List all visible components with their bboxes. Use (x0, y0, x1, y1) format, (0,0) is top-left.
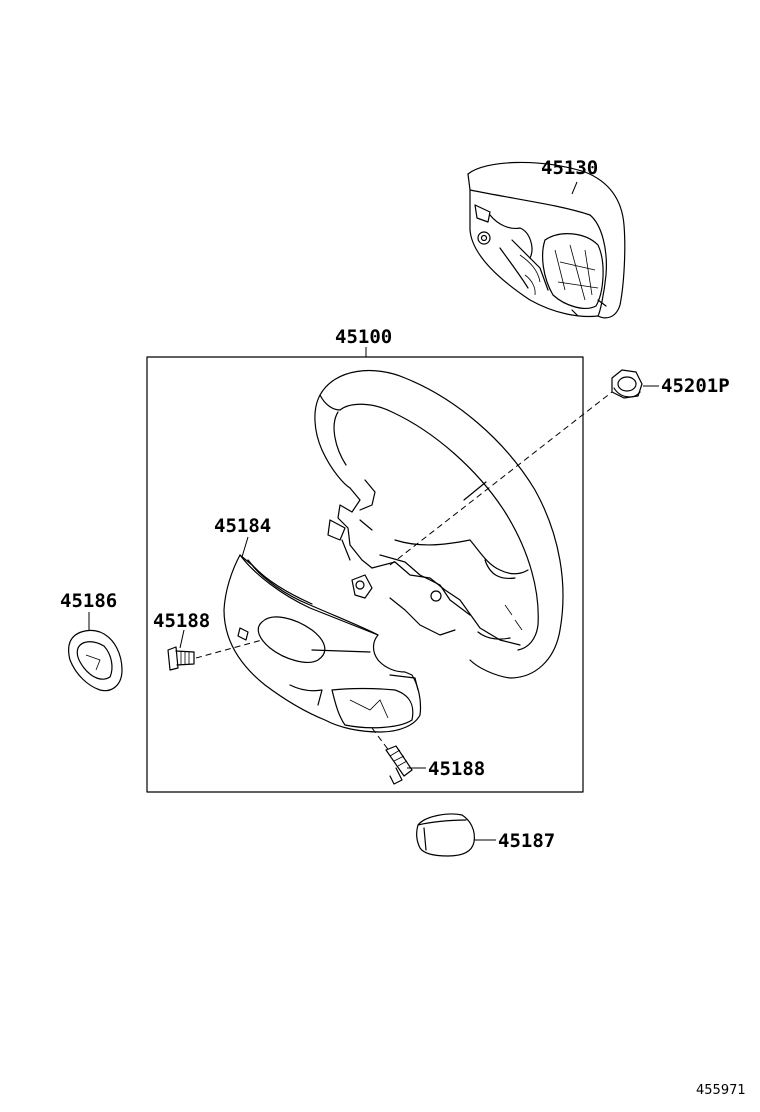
label-45130: 45130 (541, 157, 598, 179)
leader-45188-left (179, 629, 185, 649)
label-45188-bottom: 45188 (428, 758, 485, 780)
axis-dash-screw-left (195, 639, 263, 659)
figure-number: 455971 (696, 1083, 746, 1098)
side-cover-part (67, 629, 123, 692)
leader-45130 (571, 181, 578, 195)
airbag-assembly (467, 161, 626, 319)
label-45201p: 45201P (661, 375, 730, 397)
label-45186: 45186 (60, 590, 117, 612)
screw-left (167, 646, 195, 671)
assembly-frame (146, 356, 584, 793)
lower-cover (223, 554, 422, 733)
label-45187: 45187 (498, 830, 555, 852)
label-45184: 45184 (214, 515, 271, 537)
screw-bottom (385, 745, 413, 785)
cap-part (416, 813, 475, 857)
axis-dash-screw-bottom (371, 727, 391, 753)
steering-wheel (314, 369, 564, 679)
axis-dash-nut (389, 391, 613, 566)
label-45188-left: 45188 (153, 610, 210, 632)
label-45100: 45100 (335, 326, 392, 348)
nut-part (611, 369, 643, 399)
leader-45184 (241, 536, 249, 558)
